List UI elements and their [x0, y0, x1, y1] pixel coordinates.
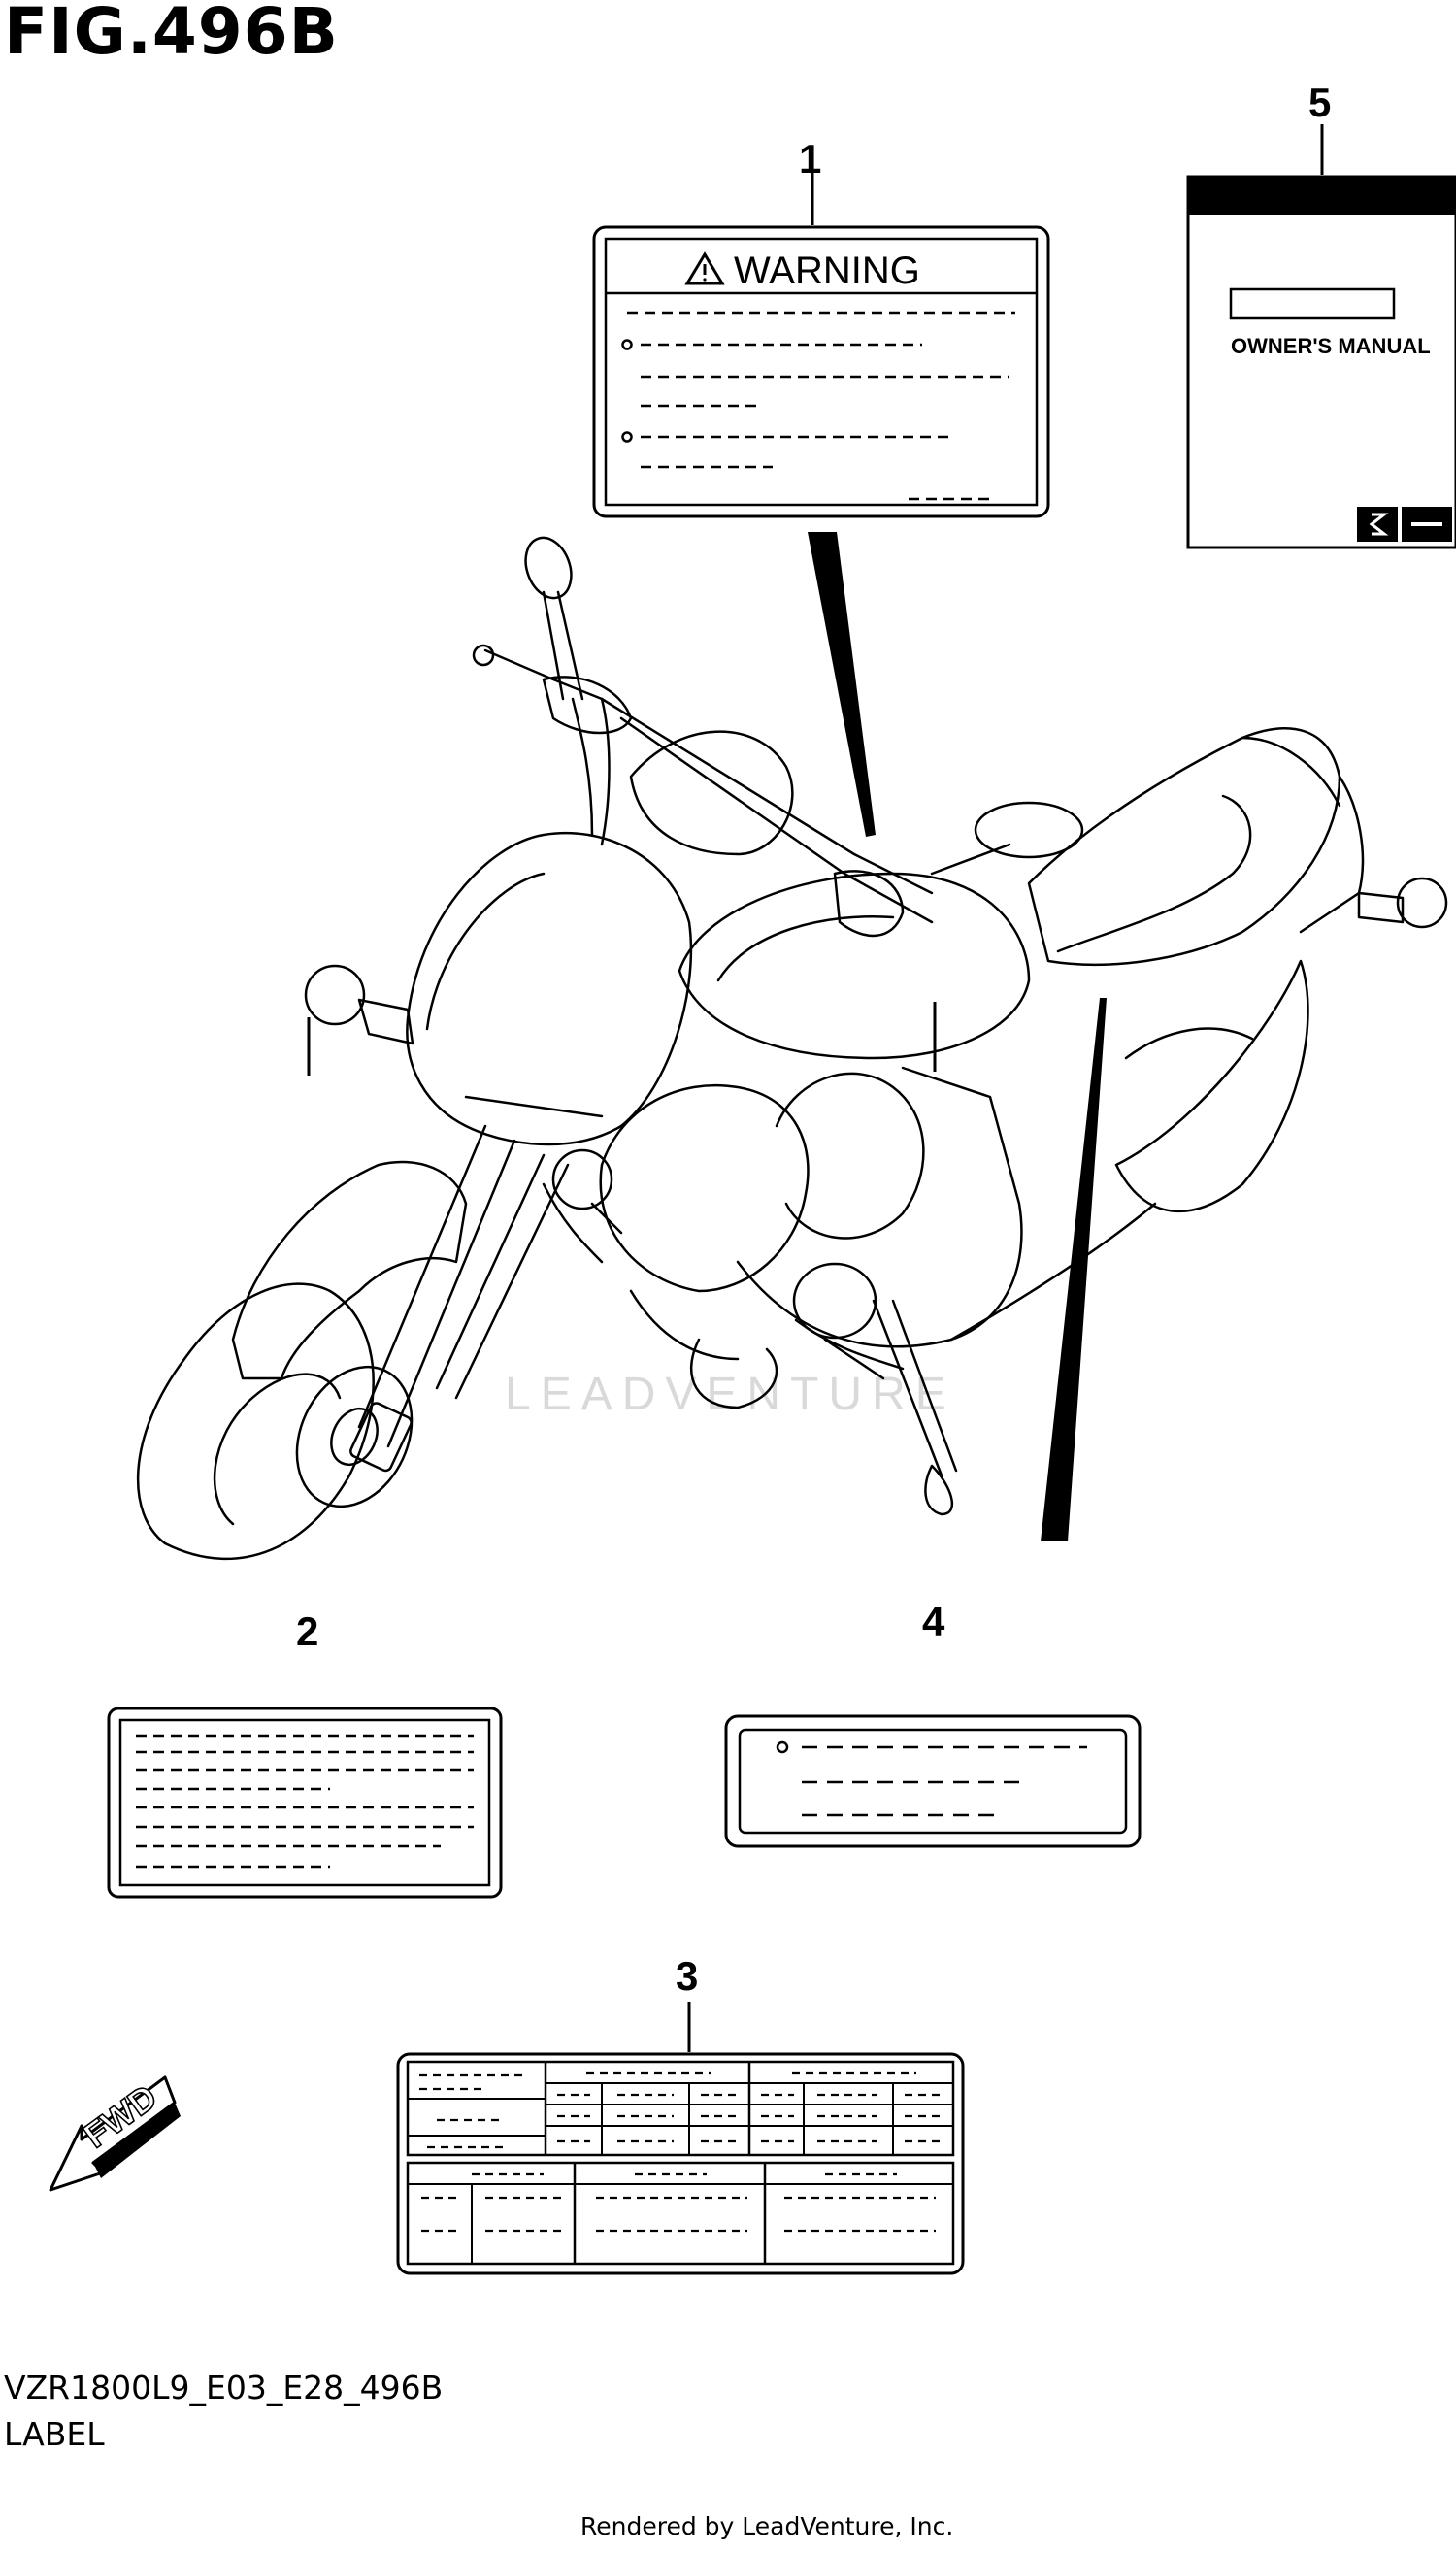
callout-numbers: 1 5 2 4 3	[296, 80, 1331, 1999]
warning-bullet-2	[621, 431, 633, 443]
leader-lines	[307, 124, 1324, 2052]
watermark-text: LEADVENTURE	[505, 1369, 956, 1420]
warning-heading: WARNING	[734, 249, 920, 292]
render-credit: Rendered by LeadVenture, Inc.	[580, 2512, 954, 2540]
pointer-wedges	[808, 532, 1107, 1541]
motorcycle-illustration	[136, 536, 1448, 1561]
forward-direction-arrow: FWD	[49, 2075, 181, 2192]
section-name: LABEL	[4, 2415, 105, 2453]
label-2-placeholder-lines	[136, 1734, 474, 1869]
label-4-bullet	[776, 1740, 789, 1754]
warning-text-placeholder-lines	[627, 311, 1015, 501]
label-4-placeholder-lines	[802, 1745, 1087, 1817]
callout-2: 2	[296, 1608, 318, 1654]
label-4	[724, 1714, 1142, 1848]
callout-1: 1	[799, 136, 821, 182]
callout-3: 3	[676, 1953, 698, 1999]
manual-title: OWNER'S MANUAL	[1231, 334, 1431, 358]
callout-4: 4	[922, 1599, 945, 1644]
label-3-placeholder-lines	[419, 2071, 942, 2233]
warning-bullet-1	[621, 339, 633, 350]
callout-5: 5	[1308, 80, 1331, 125]
label-2	[107, 1707, 503, 1899]
label-3	[396, 2052, 965, 2275]
owners-manual: OWNER'S MANUAL	[1186, 175, 1456, 549]
warning-label: WARNING	[592, 225, 1050, 518]
manual-logo	[1357, 507, 1398, 542]
model-code: VZR1800L9_E03_E28_496B	[4, 2369, 444, 2406]
figure-title: FIG.496B	[4, 0, 339, 69]
